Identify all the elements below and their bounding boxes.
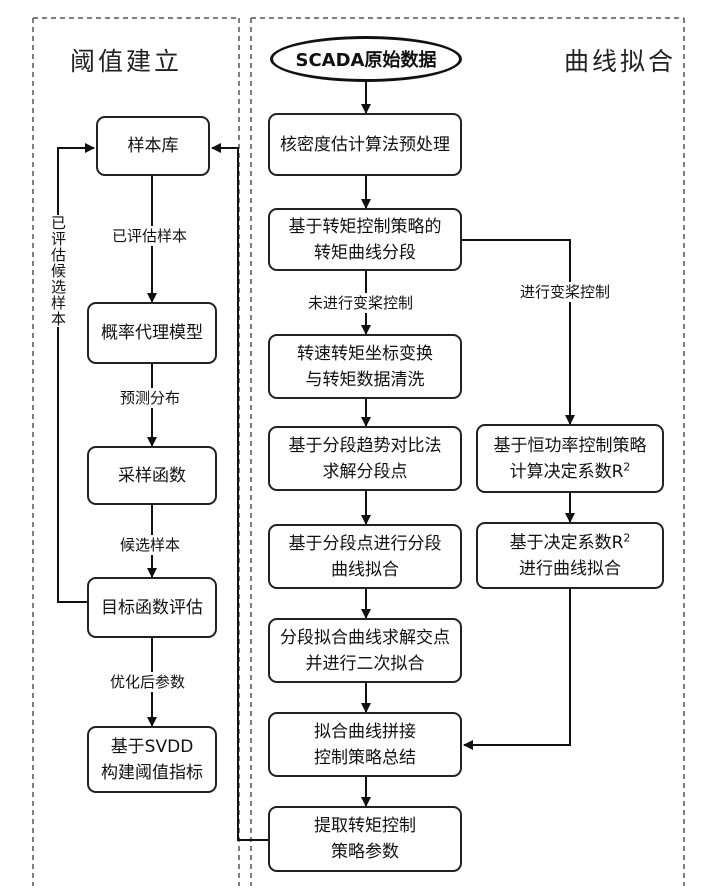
- r2-fitting-box: 基于决定系数R2 进行曲线拟合: [476, 522, 664, 589]
- edge-segmentation-to-constant-power: [462, 240, 570, 424]
- r2-fitting-superscript: 2: [623, 531, 630, 544]
- curve-merge-box: 拟合曲线拼接 控制策略总结: [268, 712, 462, 777]
- scada-raw-data-oval: SCADA原始数据: [270, 36, 462, 82]
- torque-segmentation-box: 基于转矩控制策略的 转矩曲线分段: [268, 208, 462, 271]
- label-predicted-distribution: 预测分布: [118, 388, 182, 408]
- label-evaluated-samples: 已评估样本: [110, 226, 189, 246]
- label-optimized-params: 优化后参数: [108, 672, 187, 692]
- secondary-fit-box: 分段拟合曲线求解交点 并进行二次拟合: [268, 618, 462, 683]
- right-panel-title: 曲线拟合: [564, 42, 676, 78]
- coord-transform-box: 转速转矩坐标变换 与转矩数据清洗: [268, 334, 462, 399]
- sample-library-box: 样本库: [96, 116, 210, 176]
- label-candidate-samples: 候选样本: [118, 535, 182, 555]
- surrogate-model-box: 概率代理模型: [87, 302, 217, 364]
- svdd-threshold-box: 基于SVDD 构建阈值指标: [87, 726, 217, 793]
- segment-fitting-box: 基于分段点进行分段 曲线拟合: [268, 524, 462, 589]
- constant-power-text: 基于恒功率控制策略 计算决定系数R: [494, 436, 647, 482]
- objective-eval-box: 目标函数评估: [87, 577, 217, 638]
- edge-extract-to-library: [212, 148, 268, 840]
- edge-r2-to-merge: [464, 589, 570, 745]
- sampling-function-box: 采样函数: [87, 446, 217, 505]
- label-with-pitch-control: 进行变桨控制: [518, 282, 612, 302]
- extract-params-box: 提取转矩控制 策略参数: [268, 806, 462, 872]
- kde-preprocess-box: 核密度估计算法预处理: [268, 113, 462, 176]
- segment-points-box: 基于分段趋势对比法 求解分段点: [268, 426, 462, 491]
- constant-power-box: 基于恒功率控制策略 计算决定系数R2: [476, 424, 664, 493]
- left-panel-title: 阈值建立: [70, 42, 182, 78]
- r2-fitting-text: 基于决定系数R2 进行曲线拟合: [510, 533, 631, 579]
- constant-power-superscript: 2: [623, 460, 630, 473]
- label-evaluated-candidates: 已评估候选样本: [49, 215, 67, 327]
- label-no-pitch-control: 未进行变桨控制: [306, 293, 415, 313]
